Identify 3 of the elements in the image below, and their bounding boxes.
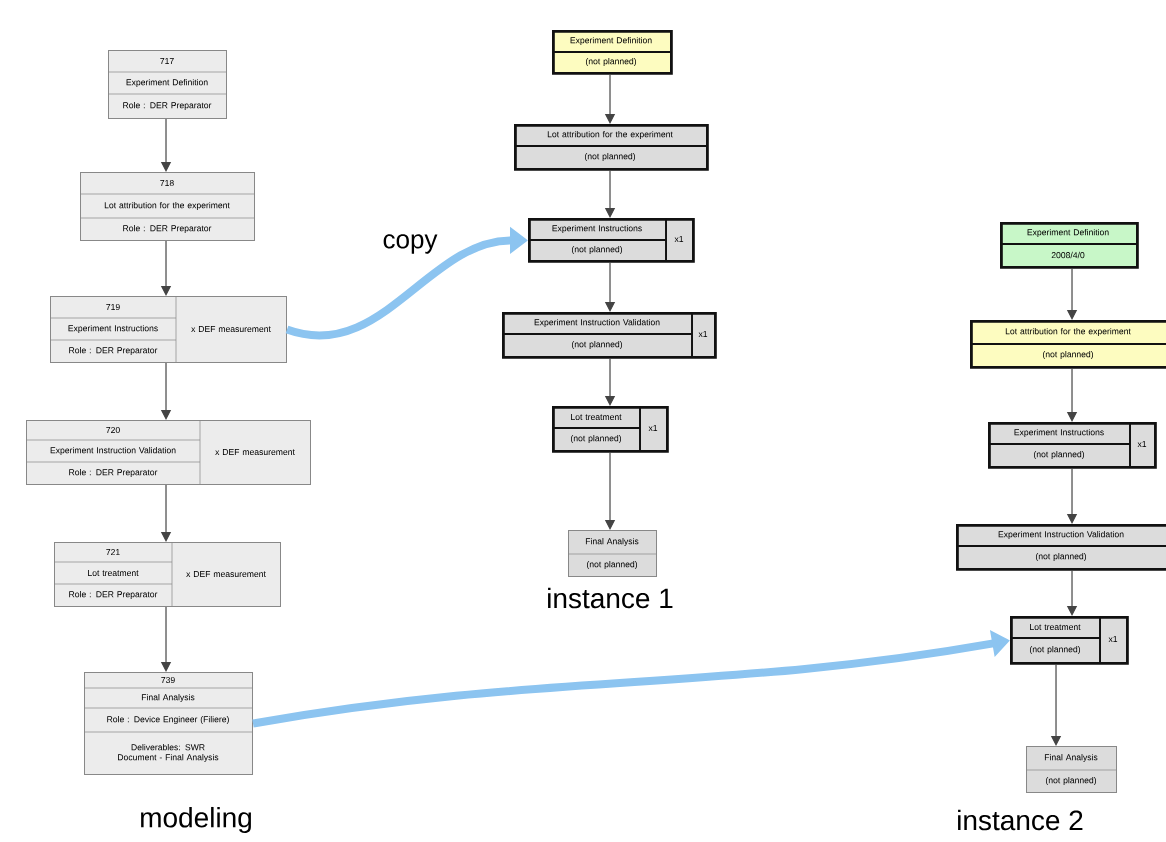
edge-label: copy [380, 232, 440, 256]
caption: instance 2 [958, 809, 1083, 831]
caption: modeling [141, 806, 251, 834]
